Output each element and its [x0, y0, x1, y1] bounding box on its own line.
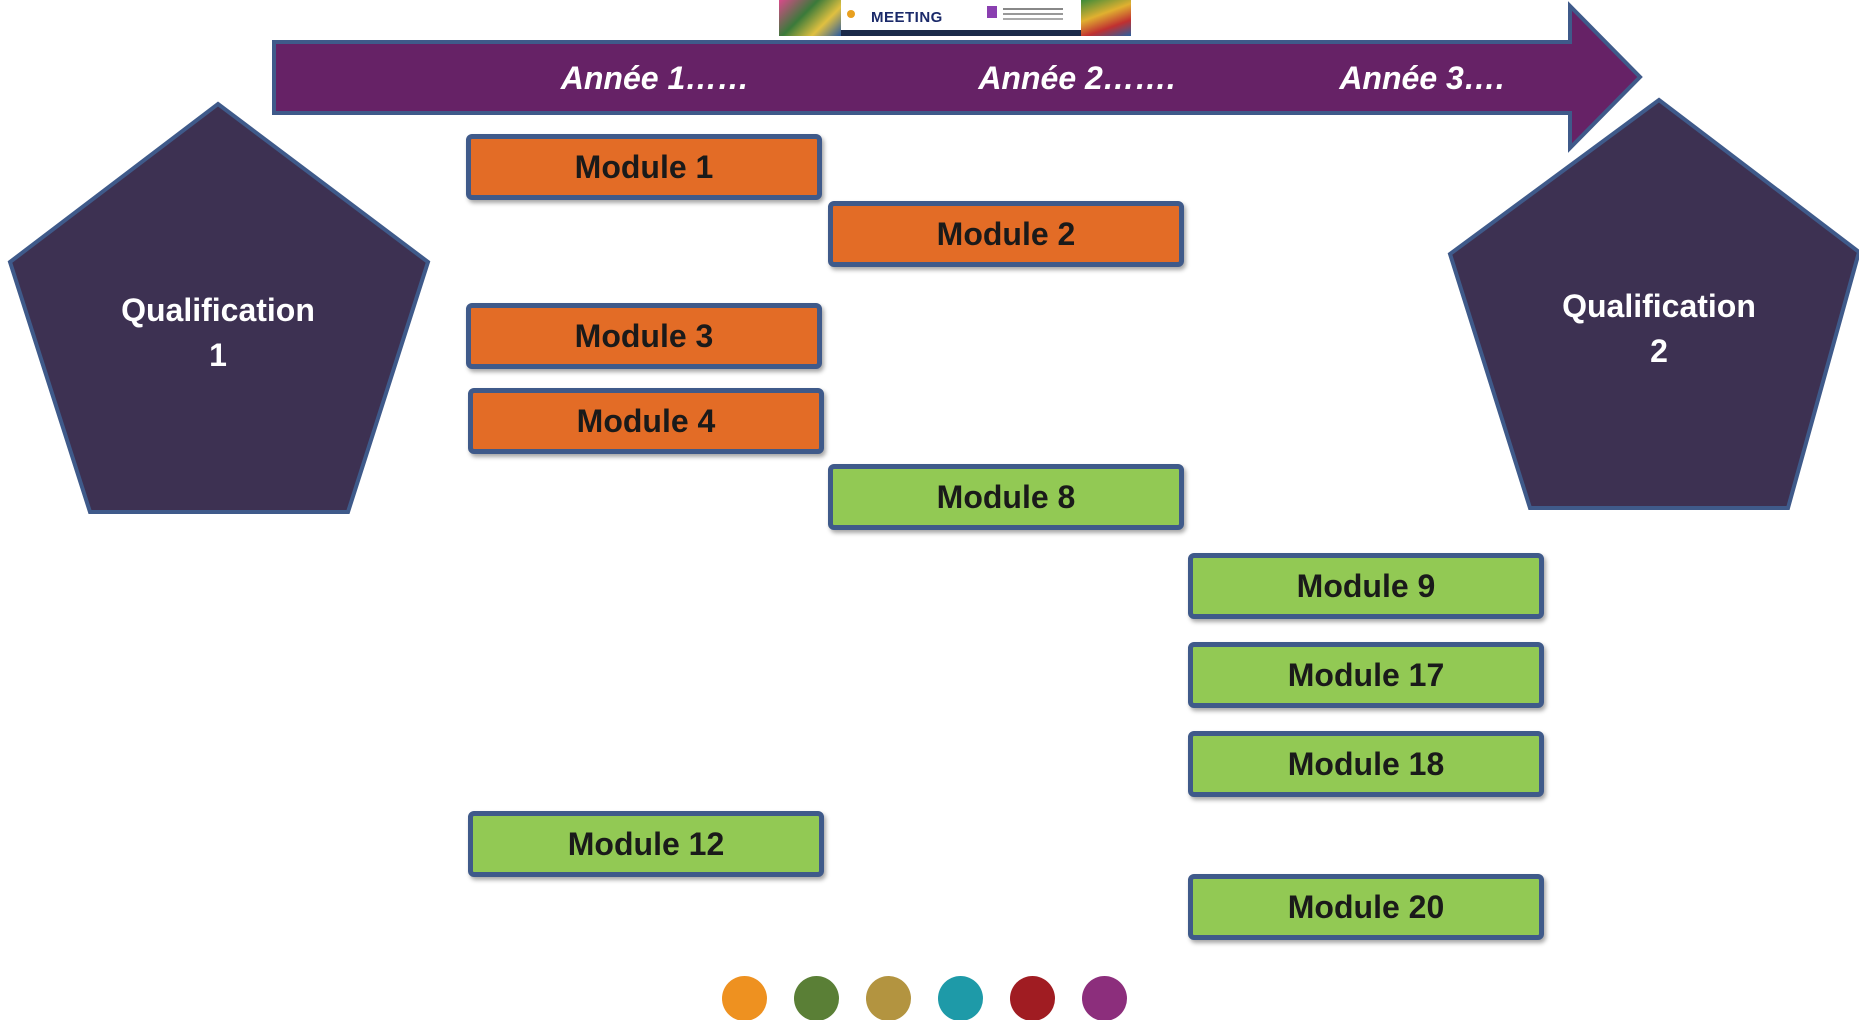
qualification-2-label: Qualification 2	[1529, 284, 1789, 374]
legend-dot-purple	[1082, 976, 1127, 1020]
qualification-1-pentagon	[7, 101, 431, 514]
banner-photo-right	[1081, 0, 1131, 36]
module-4-box: Module 4	[468, 388, 824, 454]
qualification-2-title: Qualification	[1562, 288, 1756, 324]
legend-dot-green	[794, 976, 839, 1020]
timeline-arrow	[272, 1, 1643, 153]
module-1-box: Module 1	[466, 134, 822, 200]
qualification-2-number: 2	[1650, 333, 1668, 369]
legend-dot-red	[1010, 976, 1055, 1020]
module-8-box: Module 8	[828, 464, 1184, 530]
legend-dot-orange	[722, 976, 767, 1020]
qualification-1-number: 1	[209, 337, 227, 373]
module-3-box: Module 3	[466, 303, 822, 369]
qualification-2-pentagon	[1447, 97, 1859, 510]
meeting-banner-image: MEETING	[779, 0, 1131, 36]
legend-dot-teal	[938, 976, 983, 1020]
banner-panel	[841, 0, 981, 30]
banner-logo-icon	[987, 6, 997, 18]
module-12-box: Module 12	[468, 811, 824, 877]
banner-photo-left	[779, 0, 841, 36]
year-1-label: Année 1……	[560, 60, 750, 96]
legend-dot-gold	[866, 976, 911, 1020]
year-3-label: Année 3….	[1339, 60, 1505, 96]
module-9-box: Module 9	[1188, 553, 1544, 619]
banner-panel-2	[981, 0, 1081, 30]
banner-fine-print	[1003, 8, 1063, 10]
module-17-box: Module 17	[1188, 642, 1544, 708]
module-18-box: Module 18	[1188, 731, 1544, 797]
module-20-box: Module 20	[1188, 874, 1544, 940]
qualification-1-title: Qualification	[121, 292, 315, 328]
module-2-box: Module 2	[828, 201, 1184, 267]
banner-title: MEETING	[871, 9, 943, 26]
qualification-1-label: Qualification 1	[88, 288, 348, 378]
banner-logo-dot	[847, 10, 855, 18]
year-2-label: Année 2…….	[978, 60, 1176, 96]
